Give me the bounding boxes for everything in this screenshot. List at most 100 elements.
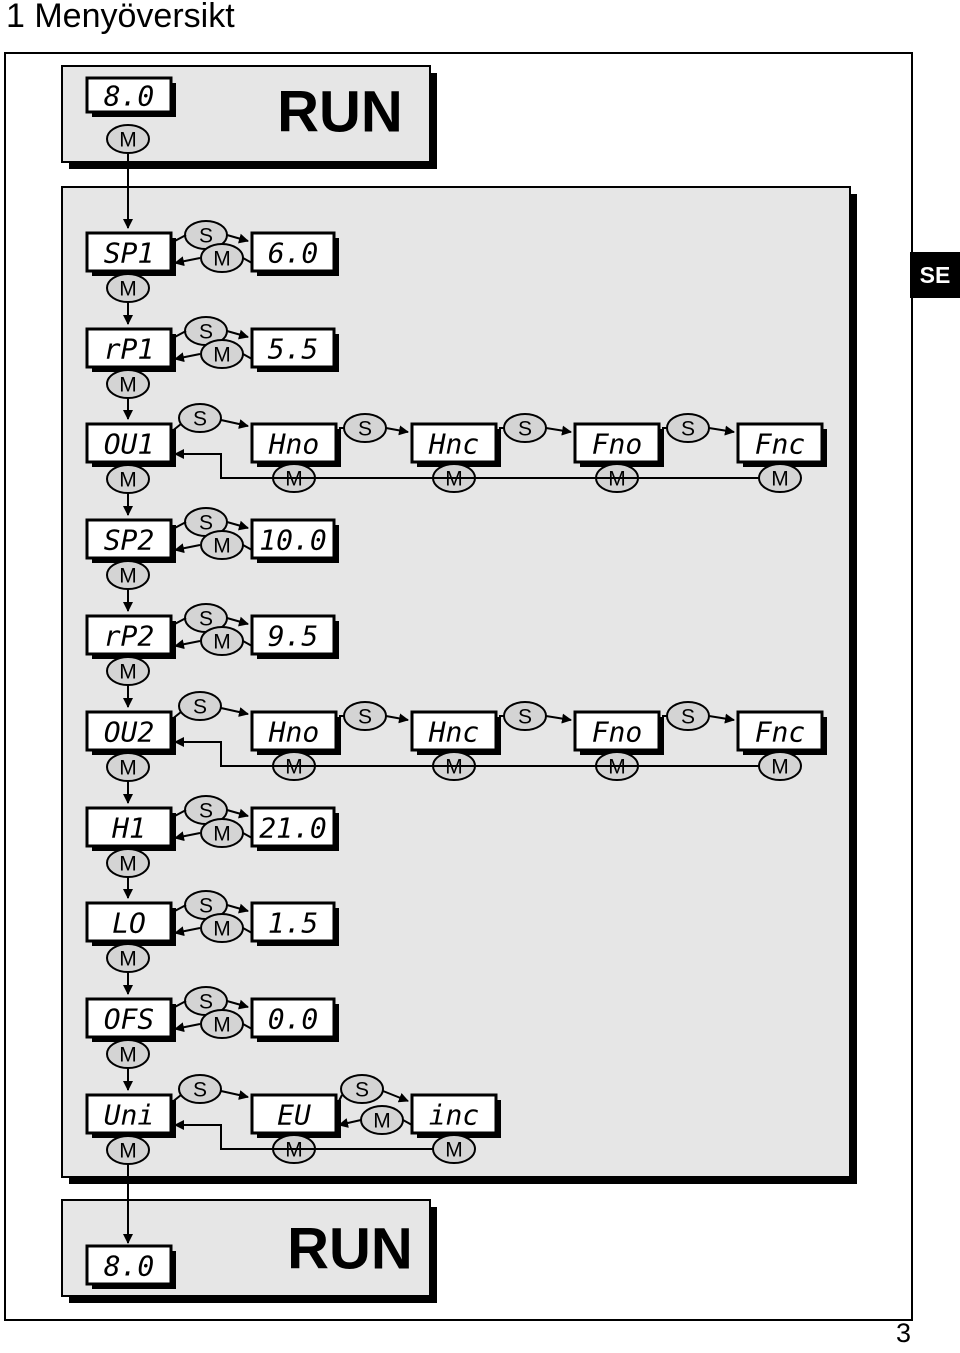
- run-display-bottom-text: 8.0: [104, 1250, 155, 1283]
- param-ou1-s-button-3-label: S: [518, 418, 532, 441]
- param-ofs-m-return-arrow: [174, 1022, 201, 1033]
- param-ou1-value-2[interactable]: [410, 422, 498, 464]
- param-ou1-value-3[interactable]: [573, 422, 661, 464]
- param-ou1-s-arrow-4: [708, 425, 735, 436]
- param-sp1-s-arrow: [226, 233, 249, 244]
- param-lo-value-text: 1.5: [268, 907, 319, 940]
- param-rp2-m2-button-label: M: [213, 631, 231, 654]
- param-sp1-value[interactable]: [250, 231, 336, 273]
- param-sp2[interactable]: [85, 518, 173, 560]
- param-h1[interactable]: [85, 806, 173, 848]
- param-ou2-s-button[interactable]: [178, 691, 222, 721]
- param-rp1-value[interactable]: [250, 327, 336, 369]
- param-ou2-value-2-text: Hnc: [428, 716, 480, 749]
- param-sp2-m2-button-label: M: [213, 535, 231, 558]
- param-lo-s-connector: [170, 904, 187, 914]
- param-uni-s-button-2[interactable]: [340, 1074, 384, 1104]
- param-lo-m-return-arrow: [174, 926, 201, 937]
- param-ou1-return-line: [174, 449, 760, 479]
- param-ou2-s-button-4-label: S: [681, 706, 695, 729]
- param-ou2-value-4[interactable]: [736, 710, 824, 752]
- param-ou2[interactable]: [85, 710, 173, 752]
- param-ou1-value-1[interactable]: [250, 422, 338, 464]
- run-display-top[interactable]: [85, 76, 173, 114]
- param-ou1-value-4[interactable]: [736, 422, 824, 464]
- top-m-button-label: M: [119, 129, 137, 152]
- param-rp2-value[interactable]: [250, 614, 336, 656]
- param-h1-value[interactable]: [250, 806, 336, 848]
- param-ofs-m-button-label: M: [119, 1044, 137, 1067]
- param-uni-value-2[interactable]: [410, 1093, 498, 1135]
- param-ofs[interactable]: [85, 997, 173, 1039]
- param-sp2-value-text: 10.0: [259, 524, 326, 557]
- param-ou1-s-button-4-label: S: [681, 418, 695, 441]
- param-ou2-value-3[interactable]: [573, 710, 661, 752]
- param-rp2[interactable]: [85, 614, 173, 656]
- param-uni-value-2-text: inc: [429, 1099, 480, 1132]
- param-sp1-text: SP1: [104, 237, 155, 270]
- param-sp2-s-button-label: S: [199, 512, 213, 535]
- param-rp1-m-return-arrow: [174, 352, 201, 363]
- top-m-button[interactable]: [106, 124, 150, 154]
- param-rp2-m-return-arrow: [174, 639, 201, 650]
- param-ou2-s-button-2-label: S: [358, 706, 372, 729]
- param-sp1-m-return-arrow: [174, 256, 201, 267]
- param-ou2-s-button-3-label: S: [518, 706, 532, 729]
- param-rp1-m2-button-label: M: [213, 344, 231, 367]
- param-ofs-value[interactable]: [250, 997, 336, 1039]
- param-lo-m-button-label: M: [119, 948, 137, 971]
- param-sp2-m-button-label: M: [119, 565, 137, 588]
- param-lo-value[interactable]: [250, 901, 336, 943]
- param-ou1-s-button[interactable]: [178, 403, 222, 433]
- param-ofs-s-arrow: [226, 999, 249, 1010]
- param-uni[interactable]: [85, 1093, 173, 1135]
- param-ou2-value-1[interactable]: [250, 710, 338, 752]
- param-rp1[interactable]: [85, 327, 173, 369]
- param-lo-s-arrow: [226, 903, 249, 914]
- param-sp1[interactable]: [85, 231, 173, 273]
- param-rp1-value-text: 5.5: [268, 333, 319, 366]
- param-uni-value-1[interactable]: [250, 1093, 338, 1135]
- param-uni-s2-arrow: [382, 1090, 409, 1103]
- param-ou2-s-arrow-3: [545, 713, 572, 724]
- param-h1-s-button-label: S: [199, 800, 213, 823]
- param-ofs-text: OFS: [104, 1003, 155, 1036]
- param-ou2-text: OU2: [104, 716, 155, 749]
- param-ou2-m-button-label: M: [119, 757, 137, 780]
- param-rp2-s-connector: [170, 617, 187, 627]
- param-sp2-text: SP2: [104, 524, 155, 557]
- language-tab[interactable]: SE: [910, 252, 960, 298]
- param-ou1-s-connector: [170, 423, 182, 433]
- param-rp1-m-button-label: M: [119, 374, 137, 397]
- param-uni-s-button[interactable]: [178, 1074, 222, 1104]
- param-uni-s-connector: [170, 1094, 182, 1104]
- param-rp1-s-arrow: [226, 329, 249, 340]
- param-ou2-s-connector: [170, 711, 182, 721]
- param-ou1[interactable]: [85, 422, 173, 464]
- param-ou2-s-arrow-2: [385, 713, 409, 724]
- param-ou1-value-1-text: Hno: [268, 428, 320, 461]
- param-lo[interactable]: [85, 901, 173, 943]
- page-number: 3: [896, 1318, 912, 1348]
- param-ou1-value-4-m-button-label: M: [771, 468, 789, 491]
- page-title: 1 Menyöversikt: [6, 0, 235, 35]
- run-display-top-text: 8.0: [104, 80, 155, 113]
- param-ou2-s-button-label: S: [193, 696, 207, 719]
- param-ofs-m2-button-label: M: [213, 1014, 231, 1037]
- param-sp2-value[interactable]: [250, 518, 336, 560]
- param-rp2-s-button-label: S: [199, 608, 213, 631]
- param-ou2-value-2[interactable]: [410, 710, 498, 752]
- param-uni-text: Uni: [104, 1099, 155, 1132]
- param-ou1-value-3-text: Fno: [592, 428, 643, 461]
- param-ou1-value-2-text: Hnc: [428, 428, 480, 461]
- param-rp1-text: rP1: [104, 333, 155, 366]
- param-ou2-s-arrow-4: [708, 713, 735, 724]
- param-sp1-value-text: 6.0: [268, 237, 319, 270]
- param-uni-m-button-label: M: [119, 1140, 137, 1163]
- run-display-bottom[interactable]: [85, 1244, 173, 1286]
- run-label-top: RUN: [277, 80, 403, 145]
- param-ou2-s-arrow: [220, 707, 249, 717]
- param-uni-s-button-2-label: S: [355, 1079, 369, 1102]
- param-uni-m-back-connector: [402, 1119, 413, 1126]
- param-uni-s-arrow: [220, 1090, 249, 1100]
